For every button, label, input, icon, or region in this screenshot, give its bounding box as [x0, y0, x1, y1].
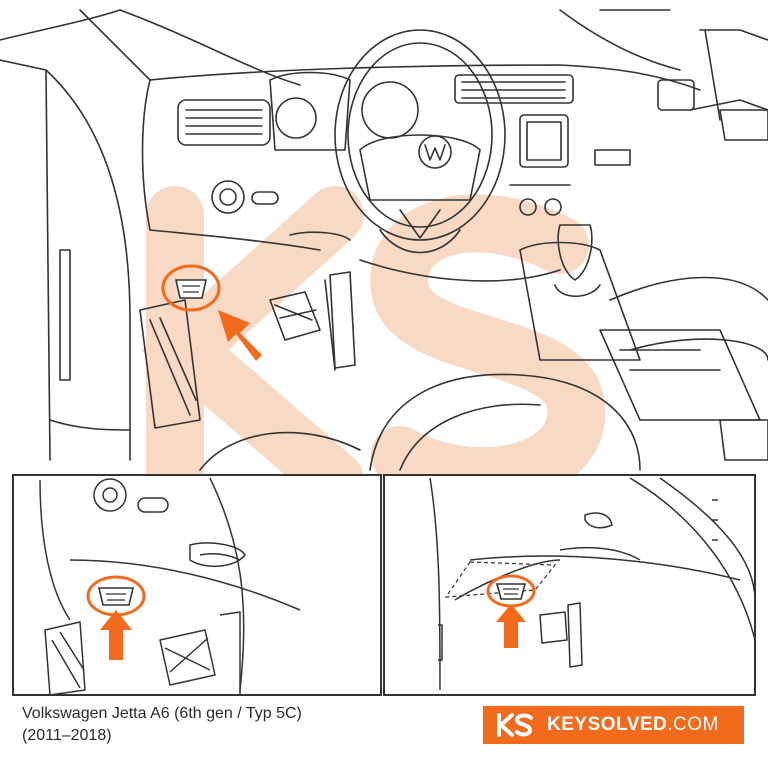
- orange-arrow-icon: [100, 610, 132, 660]
- dashed-panel-outline: [444, 561, 557, 598]
- brand-wordmark: KEYSOLVED.COM: [547, 714, 719, 736]
- detail-right-callout: [486, 574, 536, 648]
- detail-panel-left: [12, 474, 382, 696]
- ks-watermark: [141, 186, 606, 509]
- brand-domain: .COM: [667, 714, 719, 735]
- brand-logo-box: KEYSOLVED.COM: [483, 706, 744, 744]
- ks-logo-mark: [497, 713, 533, 737]
- detail-right-art: [429, 477, 756, 691]
- detail-left-callout: [86, 575, 146, 660]
- main-obd-callout: [161, 264, 262, 361]
- orange-arrow-icon: [496, 604, 526, 648]
- caption-years: (2011–2018): [22, 727, 112, 744]
- obd-port-icon: [495, 583, 527, 600]
- caption-model: Volkswagen Jetta A6 (6th gen / Typ 5C): [22, 705, 302, 722]
- obd-port-icon: [97, 587, 135, 606]
- orange-arrow-icon: [218, 310, 262, 361]
- main-interior-view: [0, 9, 768, 471]
- vehicle-caption: Volkswagen Jetta A6 (6th gen / Typ 5C) (…: [22, 703, 302, 747]
- obd-port-icon: [175, 279, 207, 299]
- detail-left-art: [39, 477, 301, 696]
- brand-name: KEYSOLVED: [547, 714, 668, 735]
